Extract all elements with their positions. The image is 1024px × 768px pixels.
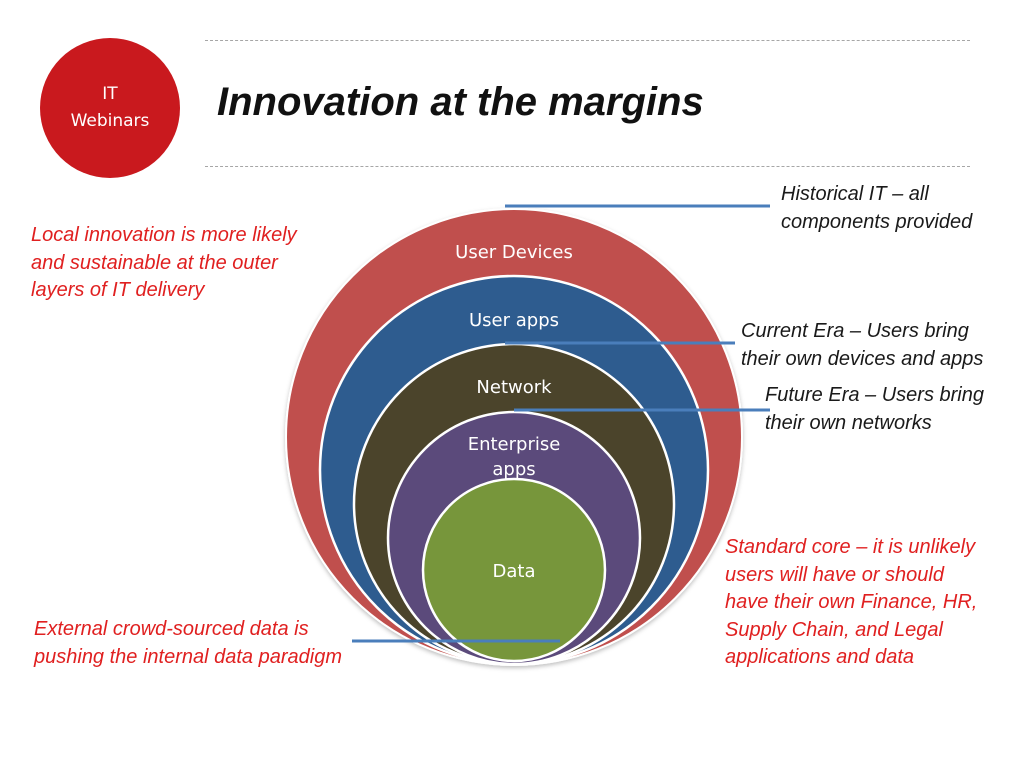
bottom-divider: [205, 166, 970, 167]
callout-standard-core: Standard core – it is unlikely users wil…: [725, 534, 977, 672]
callout-external-data: External crowd-sourced data is pushing t…: [34, 616, 342, 671]
logo-line-1: IT: [102, 84, 118, 104]
callout-current-era: Current Era – Users bring their own devi…: [741, 318, 983, 373]
layer-data-circle: [421, 477, 607, 663]
callout-future-line-2: their own networks: [765, 411, 932, 434]
callout-core-line-5: applications and data: [725, 646, 915, 668]
callout-future-era: Future Era – Users bring their own netwo…: [765, 382, 984, 437]
page-title: Innovation at the margins: [217, 80, 704, 124]
callout-historical-it: Historical IT – all components provided: [781, 181, 972, 236]
callout-future-line-1: Future Era – Users bring: [765, 384, 984, 406]
layer-label-enterprise: Enterprise: [468, 434, 561, 455]
layer-label-data: Data: [493, 561, 536, 582]
callout-local-line-1: Local innovation is more likely: [31, 224, 297, 246]
logo-line-2: Webinars: [70, 111, 150, 131]
top-divider: [205, 40, 970, 41]
callout-current-line-1: Current Era – Users bring: [741, 320, 969, 342]
callout-current-line-2: their own devices and apps: [741, 347, 984, 370]
layer-label-apps: apps: [492, 459, 535, 480]
it-webinars-logo: IT Webinars: [40, 38, 180, 178]
layer-label-user-devices: User Devices: [455, 242, 573, 263]
callout-core-line-4: Supply Chain, and Legal: [725, 618, 943, 641]
callout-core-line-2: users will have or should: [725, 563, 944, 586]
callout-historical-line-1: Historical IT – all: [781, 183, 929, 205]
callout-local-line-3: layers of IT delivery: [31, 279, 205, 301]
callout-external-line-1: External crowd-sourced data is: [34, 618, 309, 640]
layer-label-network: Network: [476, 377, 552, 398]
callout-historical-line-2: components provided: [781, 210, 973, 233]
callout-core-line-1: Standard core – it is unlikely: [725, 536, 976, 558]
callout-core-line-3: have their own Finance, HR,: [725, 591, 978, 613]
callout-external-line-2: pushing the internal data paradigm: [34, 645, 342, 668]
callout-local-innovation: Local innovation is more likely and sust…: [31, 222, 297, 305]
callout-local-line-2: and sustainable at the outer: [31, 251, 278, 274]
layer-label-user-apps: User apps: [469, 310, 559, 331]
